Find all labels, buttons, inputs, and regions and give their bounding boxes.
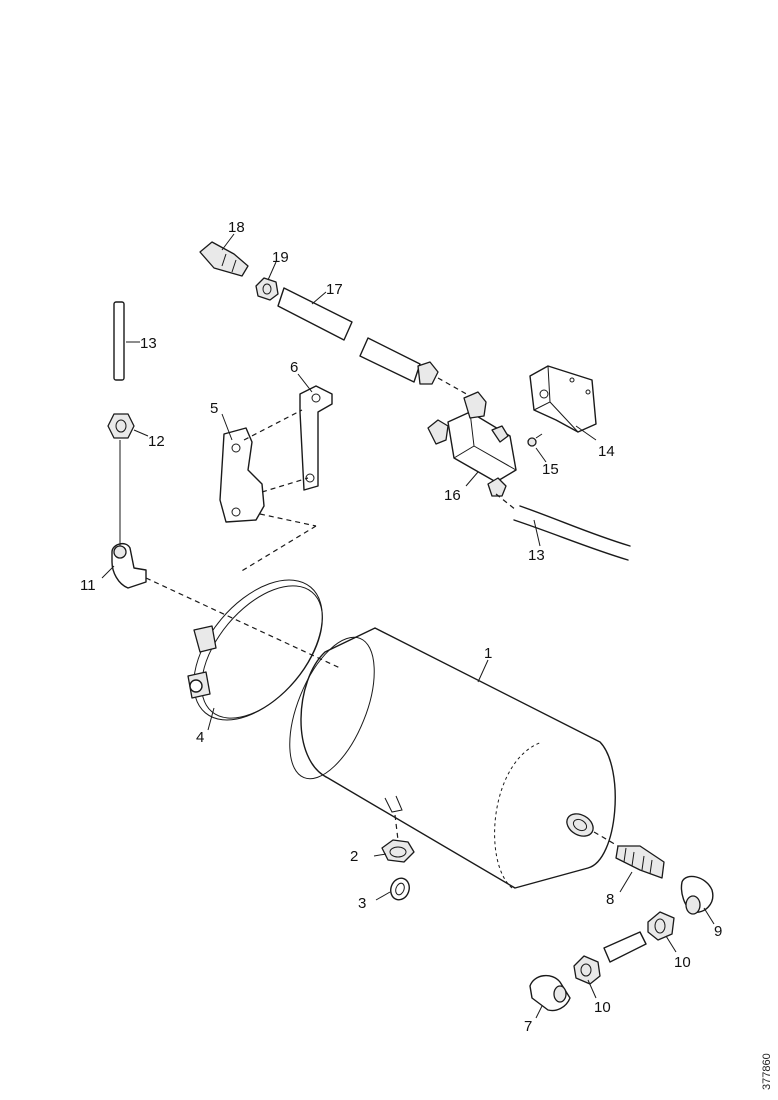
callout-3: 3 xyxy=(358,895,366,912)
seal-ring xyxy=(390,877,410,901)
callout-7: 7 xyxy=(524,1018,532,1035)
callout-8: 8 xyxy=(606,891,614,908)
figure-id: 377860 xyxy=(761,1053,773,1090)
elbow-fitting-9 xyxy=(680,875,714,915)
callout-19: 19 xyxy=(272,249,289,266)
tank-fitting xyxy=(593,831,665,879)
elbow-fitting-11 xyxy=(111,542,341,669)
screw-15 xyxy=(527,433,543,447)
callout-5: 5 xyxy=(210,400,218,417)
tube-13-hose xyxy=(495,493,631,561)
callout-16: 16 xyxy=(444,487,461,504)
callout-2: 2 xyxy=(350,848,358,865)
nut-19 xyxy=(255,277,279,301)
tube-13-vertical xyxy=(113,301,125,381)
drain-valve xyxy=(381,814,415,863)
hose-17 xyxy=(277,287,471,397)
callout-9: 9 xyxy=(714,923,722,940)
connector-18 xyxy=(199,241,249,277)
callout-10a: 10 xyxy=(674,954,691,971)
callout-17: 17 xyxy=(326,281,343,298)
valve-block-16 xyxy=(427,391,517,497)
callout-13b: 13 xyxy=(528,547,545,564)
callout-15: 15 xyxy=(542,461,559,478)
callout-labels: 1 2 3 4 5 6 7 8 9 10 10 11 12 13 13 14 1… xyxy=(80,219,722,1035)
callout-1: 1 xyxy=(484,645,492,662)
callout-6: 6 xyxy=(290,359,298,376)
callout-14: 14 xyxy=(598,443,615,460)
callout-13a: 13 xyxy=(140,335,157,352)
leader-lines xyxy=(101,233,715,1019)
mounting-plate-14 xyxy=(529,365,597,433)
callout-10b: 10 xyxy=(594,999,611,1016)
callout-12: 12 xyxy=(148,433,165,450)
union-fitting-12 xyxy=(107,413,135,546)
air-tank xyxy=(289,627,616,889)
pipe-segment xyxy=(603,931,647,963)
union-nut-10b xyxy=(573,955,601,985)
callout-4: 4 xyxy=(196,729,204,746)
callout-11: 11 xyxy=(80,577,96,594)
drain-cap xyxy=(529,975,571,1012)
bracket-6 xyxy=(299,385,333,491)
tank-strap xyxy=(187,579,323,721)
bracket-5 xyxy=(219,409,317,573)
union-nut-10a xyxy=(647,911,675,941)
callout-18: 18 xyxy=(228,219,245,236)
